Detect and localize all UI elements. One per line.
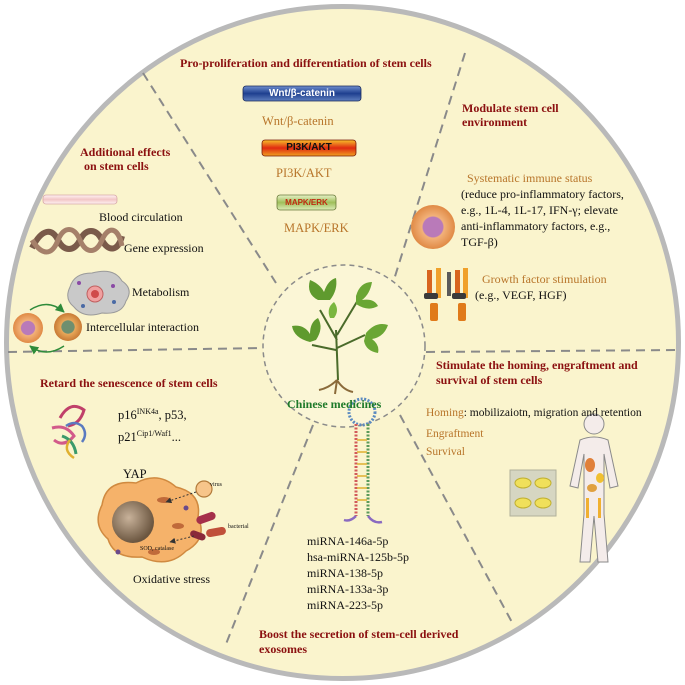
human-body-icon [569,413,619,563]
mapk-badge [276,194,337,211]
mirna-4: miRNA-133a-3p [307,582,389,596]
homing-line: Homing: mobilizaiotn, migration and rete… [426,407,642,419]
senescence-title: Retard the senescence of stem cells [40,376,218,390]
virus-arrow [165,491,197,504]
mapk-badge-label: MAPK/ERK [285,198,328,207]
pi3k-label: PI3K/AKT [276,166,332,180]
dna-helix-icon [29,227,125,255]
engraftment-label: Engraftment [426,428,484,440]
p16-p53-text: p16INK4a, p53, [118,407,187,423]
protein-dna-icon [51,404,87,460]
virus-icon [195,480,213,498]
homing-title-line2: survival of stem cells [436,373,543,387]
center-circle [262,264,426,428]
pro-proliferation-title: Pro-proliferation and differentiation of… [180,56,432,70]
blood-circulation-label: Blood circulation [99,210,183,224]
mirna-2: hsa-miRNA-125b-5p [307,550,409,564]
modulate-title-line1: Modulate stem cell [462,101,559,115]
wnt-badge-label: Wnt/β-catenin [268,88,336,99]
oxidative-stress-label: Oxidative stress [133,572,210,586]
pathway-badges [242,85,362,211]
mapk-label: MAPK/ERK [284,221,349,235]
wnt-label: Wnt/β-catenin [262,114,334,128]
yap-label: YAP [123,467,147,481]
additional-title-line2: on stem cells [84,159,149,173]
pi3k-badge-label: PI3K/AKT [286,142,332,153]
bacterial-arrow [169,535,195,544]
virus-label: virus [210,482,222,488]
immune-detail-line3: anti-inflammatory factors, e.g., [461,219,611,233]
modulate-title-line2: environment [462,115,528,129]
gene-expression-label: Gene expression [124,241,204,255]
tissue-scaffold-icon [509,469,557,517]
additional-title-line1: Additional effects [80,145,171,159]
center-label: Chinese medicines [287,397,382,411]
pi3k-badge [261,139,357,157]
intercellular-label: Intercellular interaction [86,320,199,334]
immune-status-title: Systematic immune status [467,171,593,185]
mirna-3: miRNA-138-5p [307,566,383,580]
immune-detail-line2: e.g., 1L-4, 1L-17, IFN-γ; elevate [461,203,618,217]
exosomes-title-line1: Boost the secretion of stem-cell derived [259,627,459,641]
homing-title-line1: Stimulate the homing, engraftment and [436,358,638,372]
wnt-badge [242,85,362,102]
growth-factor-receptor-icon [424,268,468,321]
bacterial-icon [190,511,226,541]
immune-detail-line1: (reduce pro-inflammatory factors, [461,187,624,201]
survival-label: Survival [426,446,465,458]
exosomes-title-line2: exosomes [259,642,307,656]
metabolism-cell-icon [67,270,130,316]
growth-factor-detail: (e.g., VEGF, HGF) [475,288,567,302]
sod-catalase-label: SOD, catalase [140,546,174,552]
p21-text: p21Cip1/Waf1... [118,429,182,445]
intercellular-interaction-icon [13,303,82,355]
immune-detail-line4: TGF-β) [461,235,498,249]
mirna-5: miRNA-223-5p [307,598,383,612]
hairpin-rna-icon [343,397,383,524]
immune-cell-icon [411,205,455,249]
growth-factor-title: Growth factor stimulation [482,272,607,286]
metabolism-label: Metabolism [132,285,190,299]
section-dividers [7,52,677,645]
blood-vessel-icon [42,194,118,205]
mirna-1: miRNA-146a-5p [307,534,389,548]
herb-plant-icon [292,278,388,395]
bacterial-label: bacterial [228,524,249,530]
